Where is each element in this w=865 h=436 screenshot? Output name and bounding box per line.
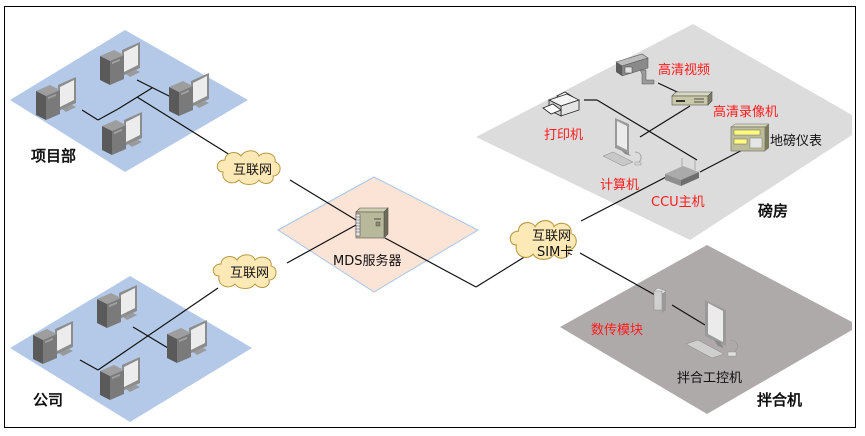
zone-company <box>10 276 252 422</box>
device-label-radio-module: 数传模块 <box>591 323 643 338</box>
cloud-label-internet-sim-line2: SIM卡 <box>537 245 573 260</box>
scale-meter-icon <box>730 123 770 152</box>
camera-icon <box>615 53 655 85</box>
server-label: MDS服务器 <box>333 253 401 269</box>
zone-project-dept <box>10 30 248 172</box>
video-recorder-icon <box>671 91 713 106</box>
device-label-computer: 计算机 <box>600 178 639 193</box>
device-label-scale-meter: 地磅仪表 <box>770 133 822 149</box>
server-icon <box>355 207 389 239</box>
device-label-ccu: CCU主机 <box>651 195 705 210</box>
zone-label-company: 公司 <box>33 391 63 409</box>
cloud-label-internet-bottom: 互联网 <box>230 266 269 281</box>
device-label-printer: 打印机 <box>544 128 583 143</box>
zone-label-weigh-room: 磅房 <box>758 202 788 220</box>
zone-weigh-room <box>476 24 852 240</box>
ccu-host-icon <box>665 158 699 186</box>
cloud-label-internet-top: 互联网 <box>233 163 272 178</box>
printer-icon <box>542 91 581 117</box>
control-pc-icon <box>685 300 738 359</box>
computer-icon <box>602 118 642 167</box>
radio-module-icon <box>653 287 667 313</box>
device-label-recorder: 高清录像机 <box>713 104 778 120</box>
device-label-control-pc: 拌合工控机 <box>677 371 742 386</box>
zone-label-mixer: 拌合机 <box>757 391 802 409</box>
zone-label-project-dept: 项目部 <box>31 147 76 165</box>
device-label-camera: 高清视频 <box>658 62 710 78</box>
cloud-label-internet-sim-line1: 互联网 <box>532 229 571 244</box>
